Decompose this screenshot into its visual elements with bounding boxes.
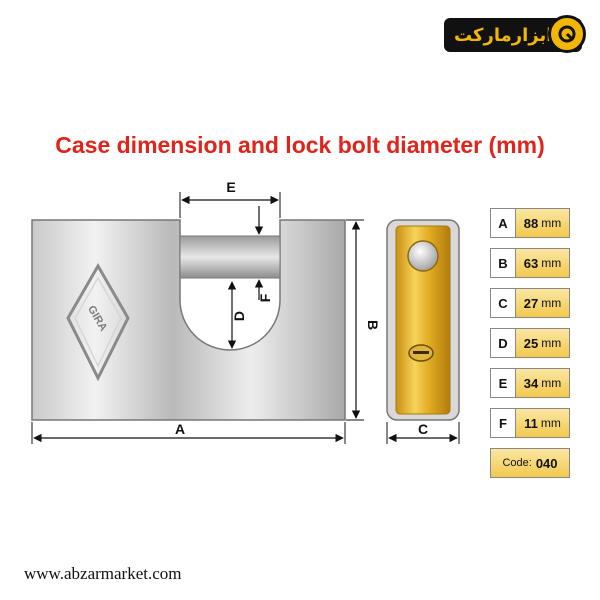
- label-e: E: [226, 179, 235, 195]
- dimension-unit: mm: [541, 336, 562, 350]
- dimension-e: E: [179, 179, 281, 218]
- dimension-key: D: [491, 329, 516, 357]
- website-url: www.abzarmarket.com: [24, 564, 182, 583]
- shackle-hole: [407, 240, 439, 272]
- lock-body-side: [386, 219, 460, 421]
- wrench-icon: [548, 15, 586, 53]
- dimension-f: F: [254, 206, 273, 302]
- dimension-value: 11: [524, 415, 538, 431]
- dimension-value: 34: [523, 375, 539, 391]
- label-a: A: [175, 421, 185, 437]
- dimension-a: A: [31, 421, 346, 444]
- product-code-value: 040: [535, 455, 558, 471]
- dimension-unit: mm: [541, 296, 562, 310]
- label-c: C: [418, 421, 428, 437]
- dimension-key: F: [491, 409, 516, 437]
- dimension-c: C: [386, 421, 460, 444]
- page-title: Case dimension and lock bolt diameter (m…: [55, 132, 545, 158]
- dimension-unit: mm: [541, 216, 562, 230]
- dimension-value: 27: [523, 295, 539, 311]
- dimension-key: E: [491, 369, 516, 397]
- product-code: Code:040: [490, 448, 570, 478]
- label-d: D: [231, 311, 247, 321]
- dimension-key: C: [491, 289, 516, 317]
- product-code-label: Code:: [502, 457, 532, 469]
- lock-body-front: GIRA: [31, 219, 346, 421]
- dimension-key: B: [491, 249, 516, 277]
- brand-logo: ابزارمارکت: [444, 15, 586, 53]
- dimension-b: B: [346, 219, 381, 421]
- dimension-unit: mm: [541, 256, 562, 270]
- dimension-key: A: [491, 209, 516, 237]
- dimension-d: D: [227, 281, 247, 349]
- dimension-unit: mm: [540, 416, 561, 430]
- dimension-value: 25: [523, 335, 539, 351]
- dimension-unit: mm: [541, 376, 562, 390]
- label-f: F: [257, 293, 273, 302]
- label-b: B: [365, 320, 381, 330]
- brand-logo-text: ابزارمارکت: [454, 24, 553, 46]
- dimension-value: 63: [523, 255, 539, 271]
- dimension-value: 88: [523, 215, 539, 231]
